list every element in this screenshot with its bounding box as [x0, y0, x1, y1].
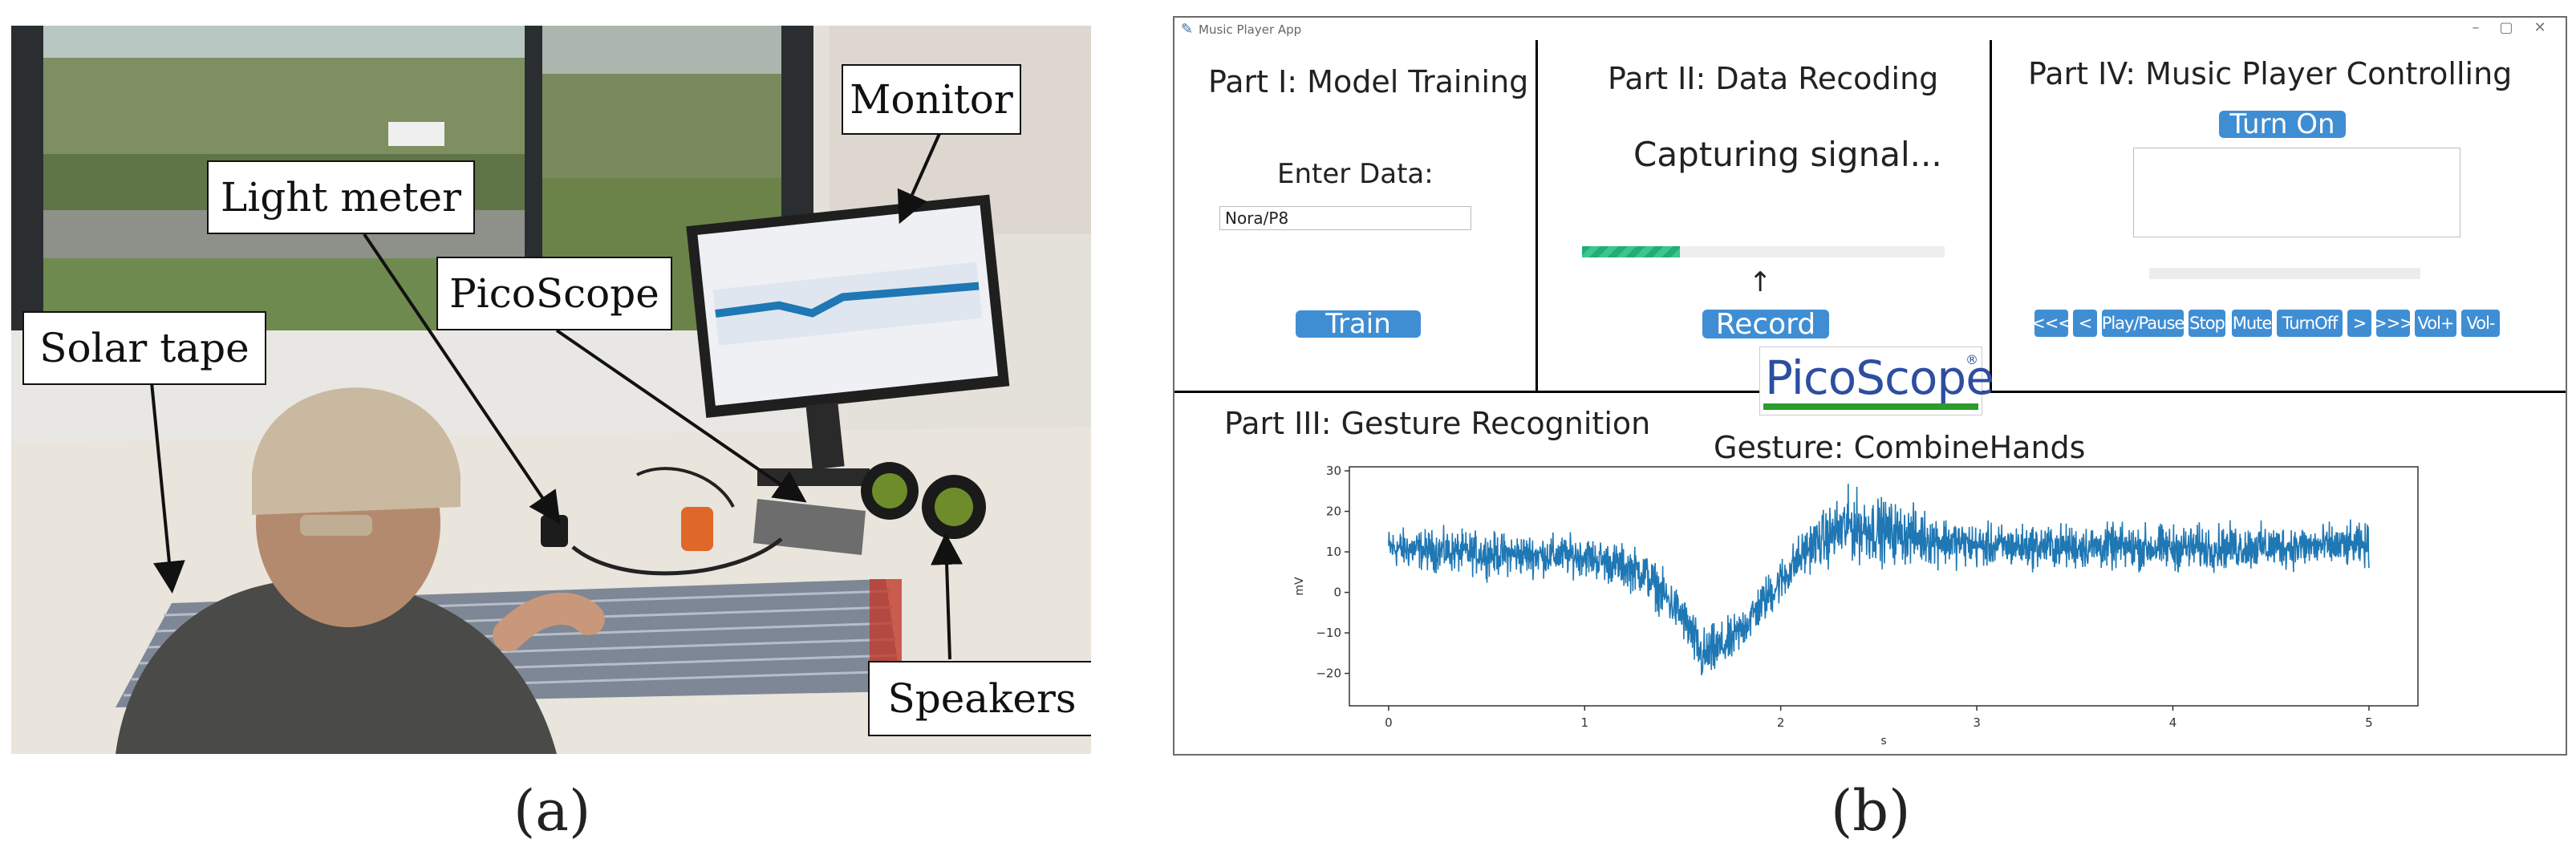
- x-tick-label: 3: [1973, 715, 1981, 730]
- vertical-divider-2: [1990, 40, 1992, 393]
- x-tick-label: 0: [1385, 715, 1393, 730]
- x-tick-label: 5: [2365, 715, 2373, 730]
- vertical-divider-1: [1535, 40, 1538, 393]
- gesture-result: Gesture: CombineHands: [1714, 430, 2086, 465]
- forward-fast-button[interactable]: >>>: [2373, 310, 2414, 337]
- play-pause-button[interactable]: Play/Pause: [2102, 310, 2185, 337]
- capture-progress-bar: [1582, 246, 1945, 257]
- y-tick-label: 10: [1326, 545, 1341, 559]
- solar-tape-label: Solar tape: [22, 311, 266, 385]
- previous-button[interactable]: <: [2073, 310, 2097, 337]
- player-progress-bar: [2149, 268, 2420, 279]
- caption-a: (a): [513, 778, 591, 844]
- speakers-label: Speakers: [868, 661, 1091, 736]
- picoscope-arrow: [555, 329, 807, 503]
- logo-underline: [1763, 403, 1978, 410]
- volume-down-button[interactable]: Vol-: [2461, 310, 2500, 337]
- speakers-arrow: [931, 533, 963, 660]
- light-meter-label: Light meter: [207, 160, 475, 234]
- y-tick-label: 20: [1326, 504, 1341, 519]
- record-button[interactable]: Record: [1702, 308, 1829, 341]
- part1-title: Part I: Model Training: [1208, 64, 1529, 99]
- minimize-button[interactable]: –: [2472, 19, 2480, 36]
- x-tick-label: 4: [2169, 715, 2177, 730]
- part3-title: Part III: Gesture Recognition: [1224, 406, 1651, 441]
- light-meter-arrow: [363, 233, 561, 525]
- emg-signal-chart: 0 1 2 3 4 5 −20 −10 0 10 20 30 s mV: [1293, 464, 2419, 748]
- player-display-box: [2133, 148, 2460, 237]
- picoscope-logo: PicoScope ®: [1759, 346, 1994, 415]
- photo-panel-a: Monitor Light meter PicoScope Solar tape…: [11, 26, 1091, 754]
- data-input-field[interactable]: [1219, 206, 1471, 230]
- volume-up-button[interactable]: Vol+: [2415, 310, 2456, 337]
- y-tick-label: −20: [1316, 667, 1341, 681]
- part4-title: Part IV: Music Player Controlling: [2028, 56, 2513, 91]
- caption-b: (b): [1831, 778, 1911, 844]
- turn-on-button[interactable]: Turn On: [2219, 108, 2346, 140]
- signal-line: [1388, 484, 2370, 675]
- next-button[interactable]: >: [2347, 310, 2371, 337]
- close-button[interactable]: ✕: [2533, 19, 2546, 36]
- solar-tape-arrow: [150, 382, 185, 594]
- feather-icon: ✎: [1181, 21, 1194, 38]
- x-axis-label: s: [1880, 735, 1886, 748]
- x-tick-label: 2: [1777, 715, 1785, 730]
- enter-data-label: Enter Data:: [1277, 158, 1434, 190]
- mute-button[interactable]: Mute: [2232, 310, 2272, 337]
- x-tick-label: 1: [1581, 715, 1589, 730]
- callout-arrows: [150, 128, 963, 660]
- rewind-fast-button[interactable]: <<<: [2031, 310, 2072, 337]
- y-tick-label: 30: [1326, 464, 1341, 478]
- part2-title: Part II: Data Recoding: [1608, 61, 1939, 96]
- music-player-app-window: ✎ Music Player App – ▢ ✕ Part I: Model T…: [1173, 16, 2567, 756]
- plot-axes-frame: [1349, 466, 2419, 707]
- y-axis-label: mV: [1293, 577, 1306, 596]
- monitor-label: Monitor: [842, 64, 1021, 135]
- up-arrow-icon: ↑: [1749, 266, 1772, 298]
- capture-status: Capturing signal...: [1633, 135, 1942, 174]
- capture-progress-fill: [1582, 246, 1681, 257]
- turn-off-button[interactable]: TurnOff: [2277, 310, 2343, 337]
- y-tick-label: −10: [1316, 626, 1341, 640]
- y-tick-label: 0: [1333, 585, 1341, 600]
- window-title: Music Player App: [1199, 22, 1302, 37]
- picoscope-logo-text: PicoScope: [1765, 350, 1994, 405]
- maximize-button[interactable]: ▢: [2499, 19, 2513, 36]
- title-bar: ✎ Music Player App – ▢ ✕: [1174, 18, 2566, 40]
- monitor-arrow: [897, 128, 943, 225]
- picoscope-label: PicoScope: [436, 257, 672, 330]
- stop-button[interactable]: Stop: [2189, 310, 2225, 337]
- train-button[interactable]: Train: [1296, 308, 1421, 340]
- registered-mark: ®: [1965, 352, 1978, 367]
